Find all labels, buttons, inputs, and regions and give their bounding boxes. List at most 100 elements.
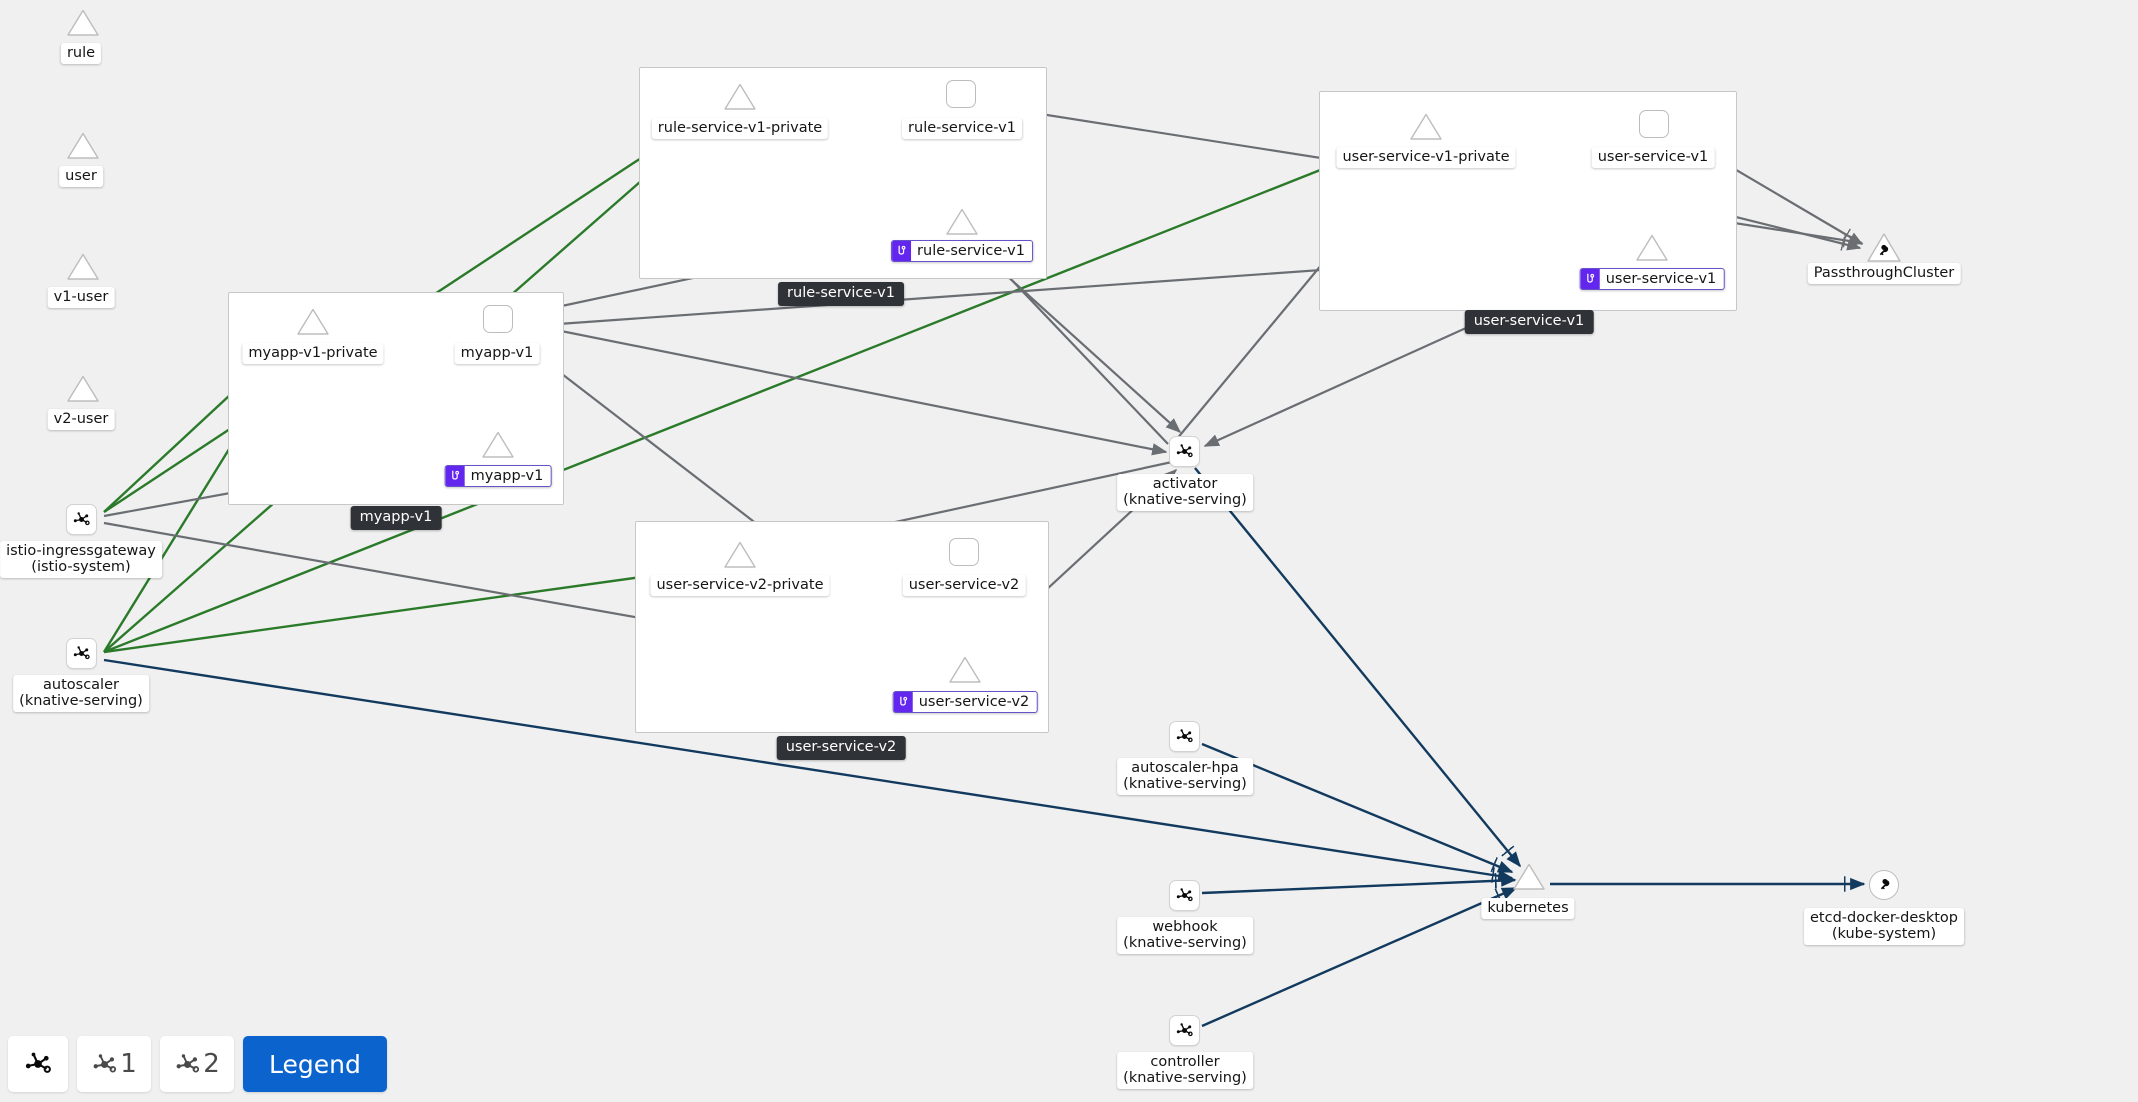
node-label[interactable]: myapp-v1	[454, 343, 540, 364]
group-label[interactable]: rule-service-v1	[778, 282, 904, 306]
node-label-text: user-service-v1	[1597, 149, 1709, 165]
graph-depth-1-label: 1	[120, 1049, 137, 1079]
node-label-text: rule-service-v1	[908, 120, 1016, 136]
app-square-icon	[483, 305, 513, 333]
node-label-text: myapp-v1	[460, 345, 534, 361]
service-triangle-icon	[1512, 862, 1546, 892]
graph-depth-1-button[interactable]: 1	[77, 1036, 151, 1092]
app-square-icon	[1639, 110, 1669, 138]
node-label[interactable]: rule-service-v1-private	[651, 118, 829, 139]
node-label-text: PassthroughCluster	[1813, 265, 1955, 281]
node-label-text: rule-service-v1-private	[657, 120, 823, 136]
virtualservice-icon	[893, 692, 913, 712]
edge[interactable]	[103, 561, 722, 654]
node-label[interactable]: istio-ingressgateway(istio-system)	[0, 541, 162, 578]
node-label-text: user-service-v1-private	[1342, 149, 1510, 165]
node-label-namespace: (knative-serving)	[1123, 492, 1247, 508]
service-triangle-icon	[1635, 233, 1669, 263]
node-label[interactable]: user-service-v1	[1591, 147, 1715, 168]
app-square-icon	[946, 80, 976, 108]
node-label[interactable]: etcd-docker-desktop(kube-system)	[1804, 908, 1964, 945]
topology-icon	[1169, 436, 1200, 467]
graph-full-button[interactable]	[8, 1036, 68, 1092]
virtualservice-label[interactable]: user-service-v1	[1579, 268, 1725, 290]
edge[interactable]	[515, 320, 1168, 456]
node-label-text: kubernetes	[1487, 900, 1569, 916]
topology-icon	[23, 1049, 53, 1079]
virtualservice-icon	[1580, 269, 1600, 289]
app-square-icon	[949, 538, 979, 566]
node-label-text: webhook	[1152, 919, 1218, 935]
node-label[interactable]: PassthroughCluster	[1807, 263, 1961, 284]
edge[interactable]	[1201, 886, 1516, 1028]
group-label[interactable]: myapp-v1	[350, 506, 442, 530]
topology-icon	[1169, 1015, 1200, 1046]
node-label[interactable]: user	[59, 166, 103, 187]
node-label[interactable]: kubernetes	[1481, 898, 1575, 919]
node-label[interactable]: user-service-v1-private	[1336, 147, 1516, 168]
topology-icon	[66, 638, 97, 669]
topology-icon	[91, 1051, 118, 1078]
graph-depth-2-button[interactable]: 2	[160, 1036, 234, 1092]
topology-icon	[66, 504, 97, 535]
virtualservice-icon	[445, 466, 465, 486]
node-label[interactable]: webhook(knative-serving)	[1117, 917, 1253, 954]
node-label[interactable]: rule	[60, 43, 102, 64]
group-label-text: user-service-v2	[785, 739, 897, 755]
node-label-text: v2-user	[53, 411, 109, 427]
node-label[interactable]: autoscaler-hpa(knative-serving)	[1117, 758, 1253, 795]
node-label-text: rule	[66, 45, 96, 61]
node-label-text: autoscaler-hpa	[1131, 760, 1239, 776]
group-label[interactable]: user-service-v1	[1464, 310, 1594, 334]
node-label-text: user	[65, 168, 97, 184]
virtualservice-icon	[892, 241, 912, 261]
node-label[interactable]: user-service-v2	[902, 575, 1026, 596]
service-triangle-icon	[1409, 112, 1443, 142]
edge[interactable]	[1201, 880, 1515, 895]
node-label-text: activator	[1152, 476, 1218, 492]
node-label-namespace: (knative-serving)	[1123, 1070, 1247, 1086]
service-triangle-icon	[66, 8, 100, 38]
graph-depth-2-label: 2	[203, 1049, 220, 1079]
virtualservice-label[interactable]: myapp-v1	[444, 465, 552, 487]
virtualservice-label[interactable]: user-service-v2	[892, 691, 1038, 713]
service-triangle-icon	[66, 131, 100, 161]
node-label-namespace: (istio-system)	[31, 559, 131, 575]
group-label-text: myapp-v1	[359, 509, 433, 525]
service-triangle-icon	[948, 655, 982, 685]
node-label-namespace: (knative-serving)	[19, 693, 143, 709]
node-label-text: user-service-v2-private	[656, 577, 824, 593]
service-triangle-icon	[723, 540, 757, 570]
group-label-text: rule-service-v1	[787, 285, 895, 301]
node-label-text: controller	[1150, 1054, 1220, 1070]
node-label-text: myapp-v1	[470, 468, 544, 484]
node-label[interactable]: myapp-v1-private	[242, 343, 384, 364]
node-label[interactable]: v2-user	[47, 409, 115, 430]
node-label-text: user-service-v2	[918, 694, 1030, 710]
legend-button[interactable]: Legend	[243, 1036, 387, 1092]
node-label-text: user-service-v1	[1605, 271, 1717, 287]
node-label-text: user-service-v2	[908, 577, 1020, 593]
group-label[interactable]: user-service-v2	[776, 736, 906, 760]
group-label-text: user-service-v1	[1473, 313, 1585, 329]
virtualservice-label[interactable]: rule-service-v1	[891, 240, 1033, 262]
service-triangle-icon	[296, 307, 330, 337]
node-label-text: myapp-v1-private	[248, 345, 378, 361]
node-label[interactable]: v1-user	[47, 287, 115, 308]
node-label-namespace: (knative-serving)	[1123, 935, 1247, 951]
graph-toolbar: 1 2 Legend	[8, 1036, 387, 1092]
node-label[interactable]: rule-service-v1	[902, 118, 1022, 139]
node-label-text: etcd-docker-desktop	[1810, 910, 1958, 926]
key-circle-icon	[1869, 870, 1899, 900]
node-label[interactable]: autoscaler(knative-serving)	[13, 675, 149, 712]
edge[interactable]	[1194, 467, 1520, 866]
service-triangle-icon	[945, 207, 979, 237]
service-triangle-icon	[723, 82, 757, 112]
node-label-text: v1-user	[53, 289, 109, 305]
node-label[interactable]: user-service-v2-private	[650, 575, 830, 596]
node-label[interactable]: controller(knative-serving)	[1117, 1052, 1253, 1089]
node-label[interactable]: activator(knative-serving)	[1117, 474, 1253, 511]
key-triangle-icon	[1866, 232, 1902, 264]
topology-icon	[1169, 880, 1200, 911]
